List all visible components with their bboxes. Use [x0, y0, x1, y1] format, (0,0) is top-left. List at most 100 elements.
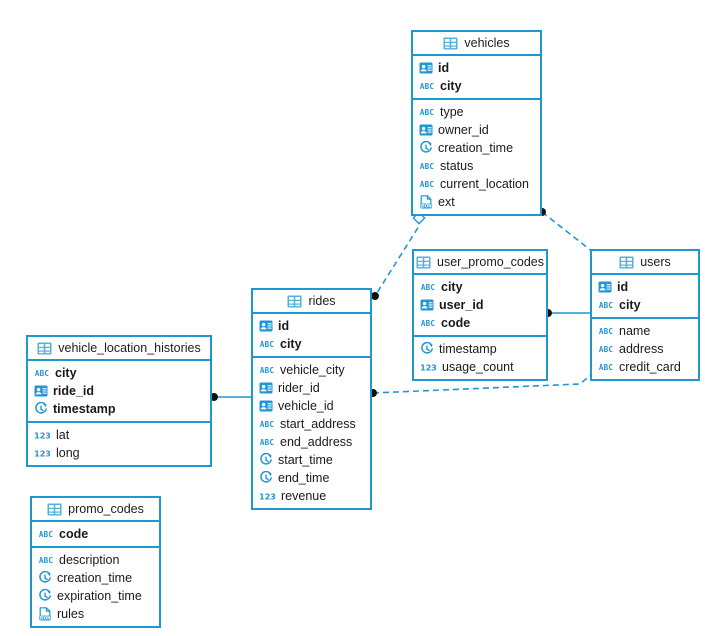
svg-text:ABC: ABC — [420, 162, 435, 171]
field-row[interactable]: id — [253, 317, 370, 335]
field-name: city — [441, 280, 463, 294]
relationship-user_promo_codes-to-users[interactable] — [544, 309, 590, 317]
field-name: code — [59, 527, 89, 541]
key-id-icon — [419, 123, 433, 137]
field-row[interactable]: ABC city — [253, 335, 370, 353]
abc-string-icon: ABC — [419, 159, 435, 173]
entity-header[interactable]: users — [592, 251, 698, 275]
abc-string-icon: ABC — [420, 316, 436, 330]
field-row[interactable]: 123 revenue — [253, 487, 370, 505]
svg-text:123: 123 — [420, 363, 437, 372]
svg-text:ABC: ABC — [260, 420, 275, 429]
entity-header[interactable]: rides — [253, 290, 370, 314]
field-row[interactable]: creation_time — [413, 139, 540, 157]
field-name: end_time — [278, 471, 330, 485]
field-name: city — [280, 337, 302, 351]
entity-header[interactable]: promo_codes — [32, 498, 159, 522]
field-name: id — [278, 319, 290, 333]
field-row[interactable]: ride_id — [28, 382, 210, 400]
field-name: id — [617, 280, 629, 294]
field-name: city — [55, 366, 77, 380]
clock-timestamp-icon — [259, 471, 273, 485]
abc-string-icon: ABC — [419, 105, 435, 119]
svg-text:123: 123 — [34, 431, 51, 440]
field-name: name — [619, 324, 651, 338]
field-row[interactable]: ABC type — [413, 103, 540, 121]
entity-header[interactable]: vehicles — [413, 32, 540, 56]
field-row[interactable]: owner_id — [413, 121, 540, 139]
entity-name: promo_codes — [68, 502, 144, 516]
entity-name: rides — [308, 294, 336, 308]
number-123-icon: 123 — [34, 446, 51, 460]
field-row[interactable]: vehicle_id — [253, 397, 370, 415]
key-id-icon — [34, 384, 48, 398]
field-name: usage_count — [442, 360, 514, 374]
field-row[interactable]: rider_id — [253, 379, 370, 397]
svg-text:ABC: ABC — [35, 369, 50, 378]
abc-string-icon: ABC — [38, 553, 54, 567]
field-name: id — [438, 61, 450, 75]
entity-name: users — [640, 255, 671, 269]
abc-string-icon: ABC — [259, 417, 275, 431]
table-entity-icon — [287, 295, 302, 308]
field-row[interactable]: ABC city — [28, 364, 210, 382]
field-row[interactable]: end_time — [253, 469, 370, 487]
relationship-vehicle_location_histories-to-rides[interactable] — [210, 393, 251, 401]
field-name: revenue — [281, 489, 327, 503]
field-name: type — [440, 105, 464, 119]
field-name: end_address — [280, 435, 353, 449]
field-row[interactable]: 123 lat — [28, 426, 210, 444]
entity-header[interactable]: vehicle_location_histories — [28, 337, 210, 361]
clock-timestamp-icon — [38, 589, 52, 603]
abc-string-icon: ABC — [259, 337, 275, 351]
svg-text:ABC: ABC — [260, 340, 275, 349]
field-name: credit_card — [619, 360, 681, 374]
field-row[interactable]: timestamp — [28, 400, 210, 418]
field-row[interactable]: id — [592, 278, 698, 296]
svg-text:JSON: JSON — [39, 615, 52, 620]
field-name: rider_id — [278, 381, 320, 395]
table-entity-icon — [443, 37, 458, 50]
field-row[interactable]: timestamp — [414, 340, 546, 358]
field-name: lat — [56, 428, 70, 442]
key-id-icon — [419, 61, 433, 75]
field-row[interactable]: user_id — [414, 296, 546, 314]
entity-header[interactable]: user_promo_codes — [414, 251, 546, 275]
field-name: creation_time — [57, 571, 133, 585]
field-row[interactable]: start_time — [253, 451, 370, 469]
field-row[interactable]: creation_time — [32, 569, 159, 587]
field-row[interactable]: expiration_time — [32, 587, 159, 605]
clock-timestamp-icon — [259, 453, 273, 467]
field-row[interactable]: id — [413, 59, 540, 77]
field-row[interactable]: 123 usage_count — [414, 358, 546, 376]
svg-text:123: 123 — [259, 492, 276, 501]
